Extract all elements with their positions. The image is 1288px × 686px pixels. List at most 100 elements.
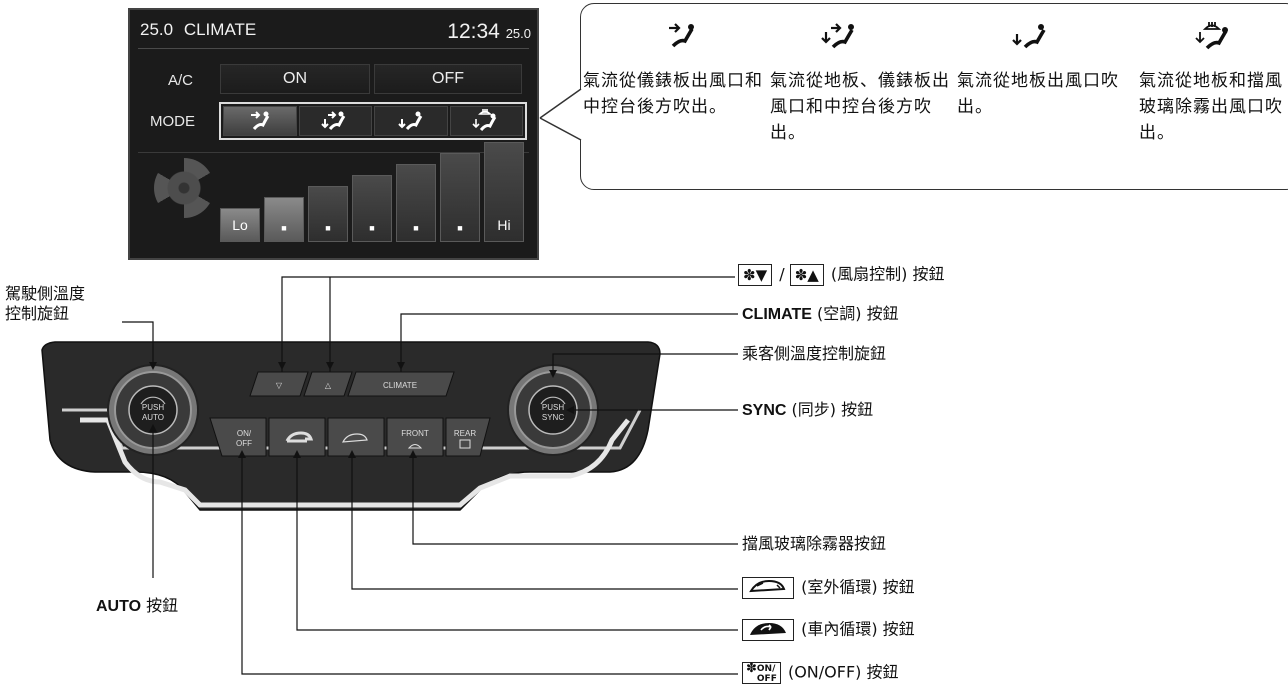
arrow-defrost bbox=[409, 450, 417, 458]
auto-label: AUTO 按鈕 bbox=[96, 596, 178, 617]
auto-push-text: PUSH bbox=[142, 403, 164, 412]
passenger-temp-label: 乘客側溫度控制旋鈕 bbox=[742, 344, 887, 363]
fan-icon bbox=[154, 158, 214, 218]
climate-button-text: CLIMATE bbox=[383, 381, 417, 390]
mode-bi-level-button[interactable] bbox=[298, 106, 372, 136]
fresh-air-icon bbox=[341, 433, 368, 443]
rear-label: REAR bbox=[454, 429, 476, 438]
arrow-auto bbox=[149, 424, 157, 432]
fan-down-icon-box: ✽▼ bbox=[738, 264, 773, 286]
mode-desc-floor-defrost: 氣流從地板和擋風玻璃除霧出風口吹出。 bbox=[1139, 71, 1283, 143]
front-label: FRONT bbox=[401, 429, 429, 438]
mode-label: MODE bbox=[150, 113, 195, 130]
onoff-line1: ON/ bbox=[237, 429, 252, 438]
fan-level-bar[interactable]: ■ bbox=[440, 153, 480, 242]
fan-up-icon-box: ✽▲ bbox=[789, 264, 824, 286]
fan-level-label: Hi bbox=[497, 217, 511, 233]
clock: 12:34 bbox=[447, 20, 500, 43]
mode-floor-defrost-button[interactable] bbox=[449, 106, 523, 136]
climate-button[interactable] bbox=[347, 371, 455, 397]
knob-arc bbox=[540, 396, 566, 405]
divider bbox=[138, 48, 529, 49]
sync-text: SYNC bbox=[542, 413, 564, 422]
bi-level-icon bbox=[321, 111, 346, 130]
arrow-climate bbox=[397, 362, 405, 370]
fan-level-bar[interactable]: ■ bbox=[352, 175, 392, 242]
recirc-icon bbox=[750, 623, 786, 635]
leader-arrows bbox=[149, 362, 574, 458]
auto-label-bold: AUTO bbox=[96, 598, 142, 615]
floor-defrost-icon bbox=[472, 109, 497, 131]
recirc-icon bbox=[285, 431, 314, 443]
panel-lower-trim bbox=[80, 417, 630, 508]
fan-up-symbol: △ bbox=[325, 381, 332, 390]
bi-level-icon bbox=[821, 23, 854, 49]
fan-level-bar[interactable]: Hi bbox=[484, 142, 524, 242]
driver-temp-line2: 控制旋鈕 bbox=[5, 304, 70, 323]
floor-icon bbox=[398, 111, 423, 130]
fan-level-label: ■ bbox=[369, 223, 375, 233]
floor-defrost-icon bbox=[1195, 22, 1228, 50]
fresh-air-icon-box bbox=[742, 577, 794, 599]
fresh-air-label: (室外循環) 按鈕 bbox=[742, 577, 915, 599]
fan-up-button[interactable] bbox=[303, 371, 353, 397]
leader-recirc bbox=[296, 452, 738, 631]
fan-down-arrow: ▼ bbox=[755, 266, 768, 284]
fan-up-arrow: ▲ bbox=[807, 266, 819, 284]
arrow-sync bbox=[566, 406, 574, 414]
leader-onoff bbox=[241, 452, 738, 675]
driver-temp-label: 駕駛側溫度 控制旋鈕 bbox=[5, 284, 85, 324]
fan-level-bar[interactable]: ■ bbox=[308, 186, 348, 242]
mode-desc-bi-level: 氣流從地板、儀錶板出風口和中控台後方吹出。 bbox=[770, 71, 950, 143]
mode-vent-button[interactable] bbox=[223, 106, 297, 136]
auto-text: AUTO bbox=[142, 413, 164, 422]
mode-desc-floor: 氣流從地板出風口吹出。 bbox=[957, 71, 1119, 117]
arrow-driver-knob bbox=[149, 362, 157, 370]
front-defrost-button[interactable] bbox=[386, 417, 444, 457]
fan-icon: ✽ bbox=[743, 266, 756, 284]
recirc-icon-box bbox=[742, 619, 794, 641]
fan-label-text: (風扇控制) 按鈕 bbox=[830, 264, 945, 284]
screen-header-right: 12:34 25.0 bbox=[447, 20, 531, 44]
ac-off-button[interactable]: OFF bbox=[374, 64, 522, 94]
arrow-recirc bbox=[293, 450, 301, 458]
auto-label-rest: 按鈕 bbox=[141, 596, 179, 615]
onoff-icon-line2: OFF bbox=[756, 674, 777, 684]
fresh-air-button[interactable] bbox=[327, 417, 385, 457]
onoff-line2: OFF bbox=[236, 439, 252, 448]
fresh-air-label-text: (室外循環) 按鈕 bbox=[801, 577, 915, 597]
fan-level-bar[interactable]: Lo bbox=[220, 208, 260, 242]
arrow-fan-up bbox=[326, 362, 334, 370]
defrost-label: 擋風玻璃除霧器按鈕 bbox=[742, 534, 887, 553]
fresh-air-icon bbox=[749, 579, 786, 593]
fan-level-label: ■ bbox=[325, 223, 331, 233]
mode-callout: 氣流從儀錶板出風口和中控台後方吹出。 氣流從地板、儀錶板出風口和中控台後方吹出。… bbox=[580, 3, 1288, 190]
arrow-fan-down bbox=[278, 362, 286, 370]
mode-floor-button[interactable] bbox=[374, 106, 448, 136]
recirc-button[interactable] bbox=[268, 417, 326, 457]
recirc-label: (車內循環) 按鈕 bbox=[742, 619, 915, 641]
leader-defrost bbox=[412, 452, 738, 545]
fan-level-bar[interactable]: ■ bbox=[396, 164, 436, 242]
onoff-label-text: (ON/OFF) 按鈕 bbox=[787, 662, 899, 682]
fan-down-button[interactable] bbox=[249, 371, 309, 397]
leader-fresh-air bbox=[351, 452, 738, 590]
ac-label: A/C bbox=[168, 72, 194, 89]
fan-level-label: ■ bbox=[457, 223, 463, 233]
sync-label-bold: SYNC bbox=[742, 402, 787, 419]
leader-fan bbox=[281, 276, 735, 372]
fan-level-label: ■ bbox=[281, 223, 287, 233]
fan-level-bar[interactable]: ■ bbox=[264, 197, 304, 242]
arrow-fresh-air bbox=[348, 450, 356, 458]
onoff-button[interactable] bbox=[209, 417, 267, 457]
fan-slash: / bbox=[779, 264, 785, 284]
arrow-onoff bbox=[238, 450, 246, 458]
mode-desc-vent: 氣流從儀錶板出風口和中控台後方吹出。 bbox=[583, 71, 763, 117]
onoff-icon-box: ✽ON/OFF bbox=[742, 662, 781, 684]
recirc-label-text: (車內循環) 按鈕 bbox=[801, 619, 915, 639]
ac-on-button[interactable]: ON bbox=[220, 64, 370, 94]
onoff-icon-line1: ON/ bbox=[756, 664, 776, 674]
sync-label: SYNC (同步) 按鈕 bbox=[742, 400, 873, 421]
rear-defrost-button[interactable] bbox=[445, 417, 491, 457]
